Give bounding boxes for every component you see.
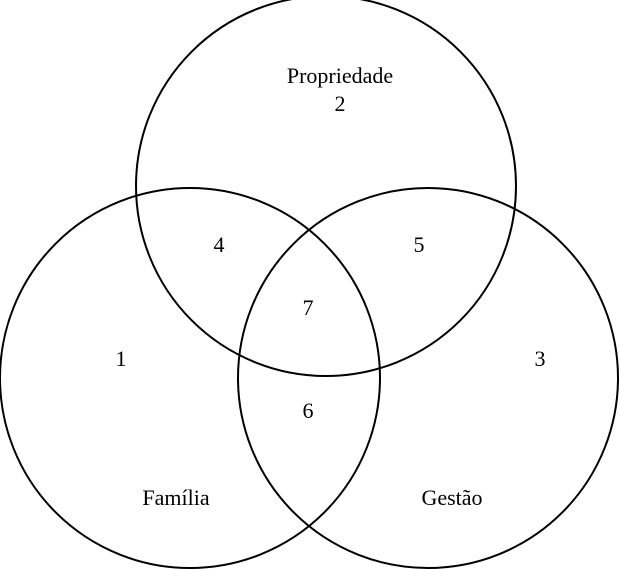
region-4: 4 [214, 232, 225, 257]
circle-gestao [237, 187, 619, 569]
region-2: 2 [335, 91, 346, 116]
region-3: 3 [535, 346, 546, 371]
circle-familia [0, 187, 381, 569]
region-5: 5 [414, 232, 425, 257]
region-7: 7 [303, 295, 314, 320]
label-familia: Família [142, 485, 209, 510]
label-gestao: Gestão [421, 485, 482, 510]
circle-propriedade [135, 0, 517, 377]
region-6: 6 [303, 398, 314, 423]
region-1: 1 [116, 346, 127, 371]
label-propriedade: Propriedade [287, 63, 393, 88]
